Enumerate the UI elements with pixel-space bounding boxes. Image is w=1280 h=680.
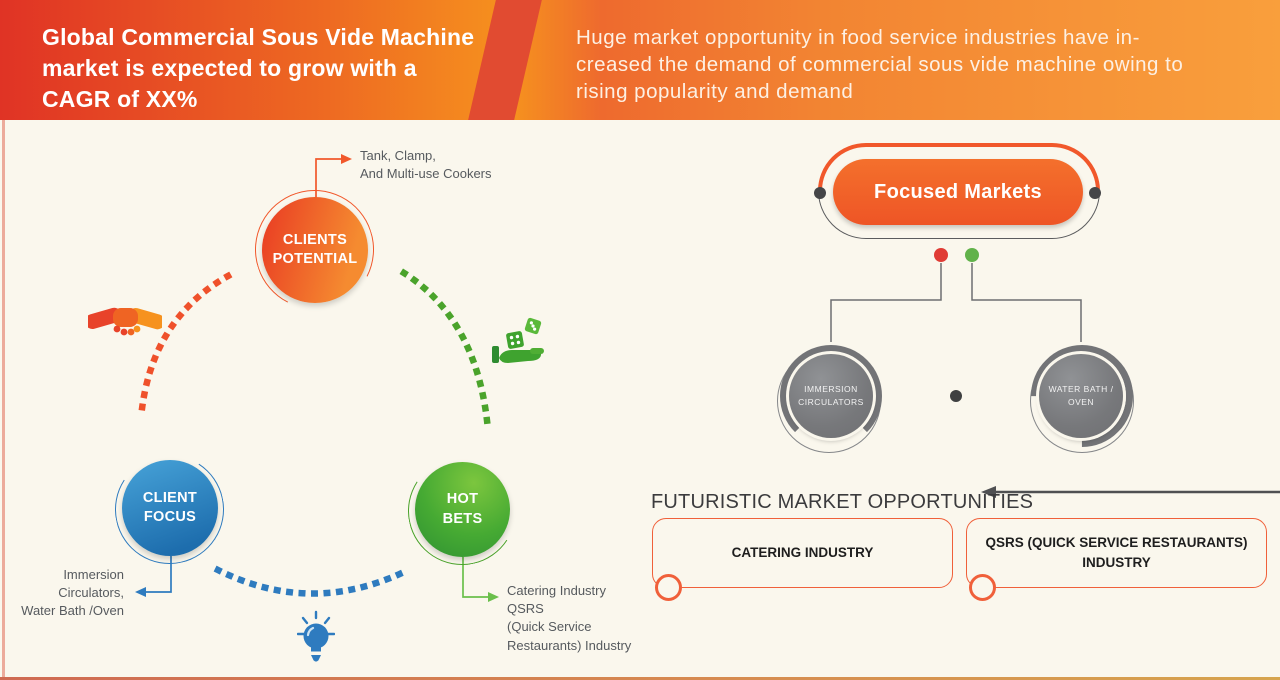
bottom-edge-accent bbox=[0, 677, 1280, 680]
handshake-icon bbox=[88, 307, 162, 336]
opportunity-box-anchor-circle bbox=[969, 574, 996, 601]
segment-label: IMMERSION bbox=[804, 384, 858, 395]
catering-note-connector bbox=[462, 557, 499, 602]
bubble-label: CLIENT bbox=[142, 489, 198, 506]
capsule-left-dot bbox=[814, 187, 826, 199]
description-line: creased the demand of commercial sous vi… bbox=[576, 53, 1184, 76]
description-line: rising popularity and demand bbox=[576, 80, 854, 103]
tank-note: Tank, Clamp, And Multi-use Cookers bbox=[360, 147, 492, 183]
focused-markets-label: Focused Markets bbox=[874, 180, 1042, 203]
segment-thin-ring bbox=[1030, 349, 1134, 453]
bubble-label: FOCUS bbox=[143, 509, 197, 525]
bubble-clients-potential: CLIENTS POTENTIAL bbox=[262, 197, 368, 303]
opportunity-label: INDUSTRY bbox=[1082, 555, 1151, 570]
segment-connector-right bbox=[971, 263, 1082, 342]
note-line: Tank, Clamp, bbox=[360, 148, 436, 163]
opportunity-box-qsrs: QSRS (QUICK SERVICE RESTAURANTS) INDUSTR… bbox=[966, 518, 1267, 588]
report-title: Global Commercial Sous Vide Machine mark… bbox=[42, 22, 542, 115]
opportunity-label: CATERING INDUSTRY bbox=[731, 544, 874, 560]
segment-immersion-circulators: IMMERSION CIRCULATORS bbox=[789, 354, 873, 438]
opportunity-box-catering: CATERING INDUSTRY bbox=[652, 518, 953, 588]
note-line: Restaurants) Industry bbox=[507, 637, 632, 653]
segment-label: CIRCULATORS bbox=[798, 397, 864, 407]
opportunity-label: QSRS (QUICK SERVICE RESTAURANTS) bbox=[985, 534, 1248, 550]
bubble-hot-bets: HOT BETS bbox=[415, 462, 510, 557]
catering-note: Catering Industry QSRS (Quick Service Re… bbox=[507, 582, 667, 655]
note-line: Circulators, bbox=[58, 585, 124, 601]
hand-with-dice-icon bbox=[492, 317, 544, 363]
bubble-label: BETS bbox=[442, 510, 483, 527]
dotted-arc-blue bbox=[213, 565, 409, 597]
bubble-label: CLIENTS bbox=[282, 231, 348, 248]
note-line: And Multi-use Cookers bbox=[360, 166, 492, 182]
dotted-arc-green bbox=[399, 268, 492, 434]
note-line: Catering Industry bbox=[507, 583, 606, 598]
title-line: CAGR of XX% bbox=[42, 86, 198, 112]
description-line: Huge market opportunity in food service … bbox=[576, 26, 1140, 49]
left-edge-accent bbox=[2, 120, 5, 680]
capsule-right-dot bbox=[1089, 187, 1101, 199]
green-branch-dot bbox=[965, 248, 979, 262]
red-branch-dot bbox=[934, 248, 948, 262]
title-line: market is expected to grow with a bbox=[42, 55, 417, 81]
segment-label: OVEN bbox=[1067, 397, 1095, 407]
immersion-note-connector bbox=[135, 556, 172, 597]
bubble-label: HOT bbox=[446, 491, 479, 508]
heading-arrow-icon bbox=[981, 486, 1280, 498]
immersion-note: Immersion Circulators, Water Bath /Oven bbox=[2, 566, 124, 621]
note-line: QSRS bbox=[507, 601, 544, 617]
focused-markets-pill: Focused Markets bbox=[833, 159, 1083, 225]
title-line: Global Commercial Sous Vide Machine bbox=[42, 24, 475, 50]
bubble-client-focus: CLIENT FOCUS bbox=[122, 460, 218, 556]
opportunity-box-anchor-circle bbox=[655, 574, 682, 601]
opportunities-heading: FUTURISTIC MARKET OPPORTUNITIES bbox=[651, 491, 1034, 513]
note-line: (Quick Service bbox=[507, 619, 592, 635]
segment-thick-arc bbox=[780, 345, 882, 447]
segment-label: WATER BATH / bbox=[1048, 384, 1114, 395]
tank-note-connector bbox=[315, 154, 352, 201]
note-line: Immersion bbox=[63, 567, 124, 582]
segment-connector-left bbox=[830, 263, 942, 342]
lightbulb-icon bbox=[297, 610, 335, 662]
dotted-arc-orange bbox=[137, 271, 233, 422]
header-banner: Global Commercial Sous Vide Machine mark… bbox=[0, 0, 1280, 120]
note-line: Water Bath /Oven bbox=[21, 603, 124, 619]
bubble-label: POTENTIAL bbox=[272, 251, 358, 267]
segment-water-bath-oven: WATER BATH / OVEN bbox=[1039, 354, 1123, 438]
between-segments-dot bbox=[950, 390, 962, 402]
header-description: Huge market opportunity in food service … bbox=[576, 24, 1246, 105]
